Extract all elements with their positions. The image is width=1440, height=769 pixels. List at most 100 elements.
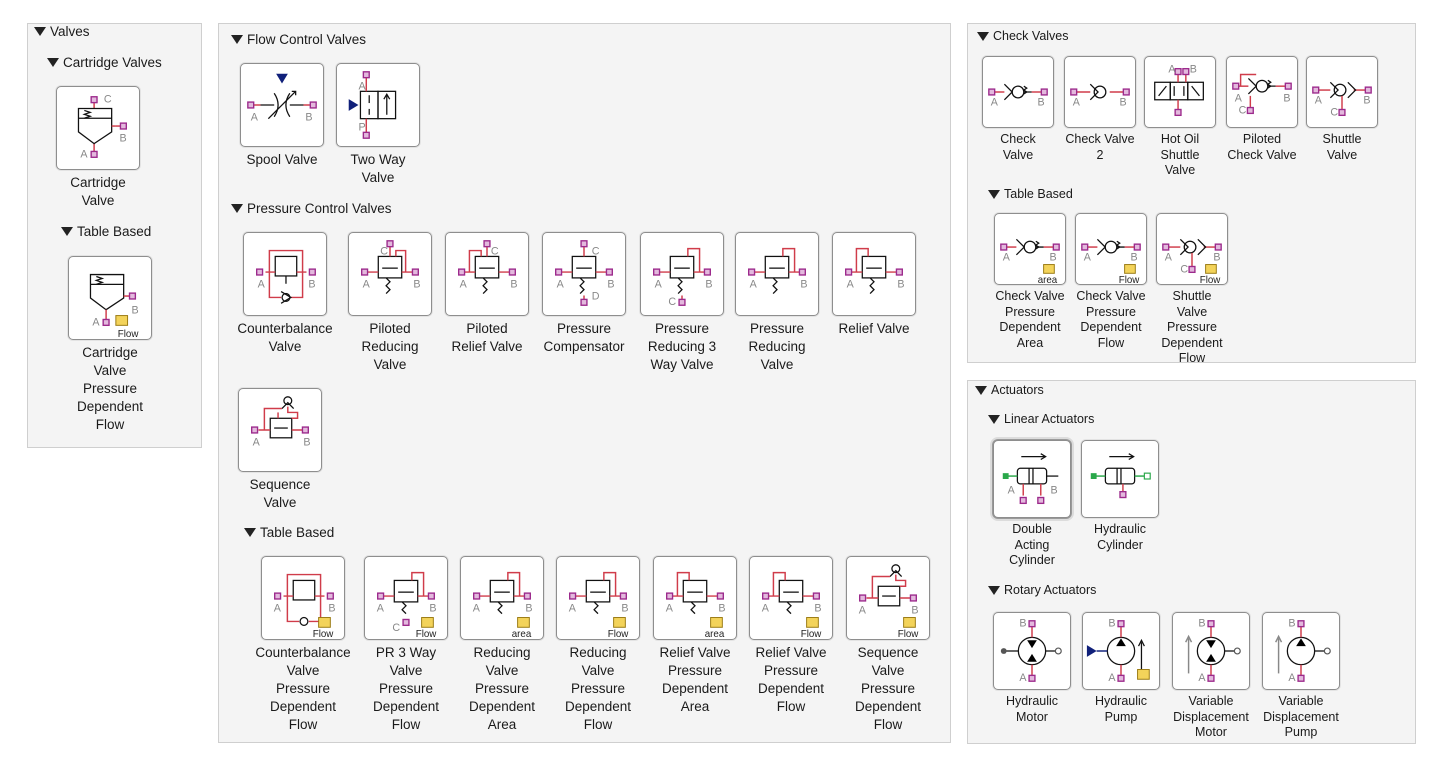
hot-oil-shuttle-valve-icon[interactable]: A B [1144, 56, 1216, 128]
block-sequence-valve[interactable]: A B Sequence Valve [238, 388, 322, 512]
check-valve-pda-label: Check Valve Pressure Dependent Area [995, 289, 1065, 350]
relief-valve-pda-icon[interactable]: A B area [653, 556, 737, 640]
block-piloted-relief-valve[interactable]: C A B Piloted Relief Valve [444, 232, 530, 356]
svg-text:B: B [525, 603, 532, 615]
block-hot-oil-shuttle-valve[interactable]: A B Hot Oil Shuttle Valve [1143, 56, 1217, 179]
block-reducing-valve-pdf[interactable]: A B Flow Reducing Valve Pressure Depende… [556, 556, 640, 734]
sequence-valve-icon[interactable]: A B [238, 388, 322, 472]
block-pressure-compensator[interactable]: C A B D Pressure Compensator [538, 232, 630, 356]
check-valve-icon[interactable]: A B [982, 56, 1054, 128]
svg-text:B: B [119, 133, 126, 145]
block-check-valve-pda[interactable]: A B area Check Valve Pressure Dependent … [990, 213, 1070, 351]
block-shuttle-valve-pdf[interactable]: A B C Flow Shuttle Valve Pressure Depend… [1152, 213, 1232, 367]
collapse-triangle-icon[interactable] [975, 385, 987, 395]
svg-text:D: D [592, 290, 600, 302]
svg-text:B: B [1288, 618, 1295, 630]
svg-text:A: A [1288, 672, 1296, 684]
svg-text:A: A [460, 279, 468, 291]
relief-valve-icon[interactable]: A B [832, 232, 916, 316]
counterbalance-valve-pdf-icon[interactable]: A B Flow [261, 556, 345, 640]
valves-header[interactable]: Valves [34, 24, 90, 39]
relief-valve-pdf-icon[interactable]: A B Flow [749, 556, 833, 640]
cartridge-valve-icon[interactable]: C B A [56, 86, 140, 170]
block-check-valve-2[interactable]: A B Check Valve 2 [1058, 56, 1142, 163]
collapse-triangle-icon[interactable] [977, 31, 989, 41]
block-cartridge-valve[interactable]: C B A Cartridge Valve [56, 86, 140, 210]
block-relief-valve[interactable]: A B Relief Valve [831, 232, 917, 338]
block-double-acting-cylinder[interactable]: A B Double Acting Cylinder [993, 440, 1071, 569]
block-variable-displacement-motor[interactable]: B A Variable Displacement Motor [1166, 612, 1256, 741]
two-way-valve-icon[interactable]: A P [336, 63, 420, 147]
collapse-triangle-icon[interactable] [47, 58, 59, 67]
actuators-header[interactable]: Actuators [975, 383, 1044, 397]
pressure-reducing-valve-icon[interactable]: A B [735, 232, 819, 316]
collapse-triangle-icon[interactable] [988, 414, 1000, 424]
svg-text:B: B [1283, 93, 1290, 105]
collapse-triangle-icon[interactable] [988, 585, 1000, 595]
variable-displacement-motor-icon[interactable]: B A [1172, 612, 1250, 690]
block-shuttle-valve[interactable]: A B C Shuttle Valve [1306, 56, 1378, 163]
rotary-actuators-header[interactable]: Rotary Actuators [988, 583, 1096, 597]
check-valve-2-icon[interactable]: A B [1064, 56, 1136, 128]
shuttle-valve-pdf-icon[interactable]: A B C Flow [1156, 213, 1228, 285]
collapse-triangle-icon[interactable] [231, 35, 243, 44]
block-sequence-valve-pdf[interactable]: A B Flow Sequence Valve Pressure Depende… [846, 556, 930, 734]
piloted-check-valve-icon[interactable]: A B C [1226, 56, 1298, 128]
check-table-based-header[interactable]: Table Based [988, 187, 1073, 201]
two-way-valve-label: Two Way Valve [350, 152, 406, 185]
pr-3-way-valve-pdf-icon[interactable]: A B C Flow [364, 556, 448, 640]
hydraulic-pump-icon[interactable]: B A [1082, 612, 1160, 690]
check-valve-pdf-icon[interactable]: A B Flow [1075, 213, 1147, 285]
block-spool-valve[interactable]: A B Spool Valve [230, 63, 334, 169]
valves-table-based-header[interactable]: Table Based [61, 224, 151, 239]
collapse-triangle-icon[interactable] [34, 27, 46, 36]
pressure-reducing-3-way-valve-icon[interactable]: A B C [640, 232, 724, 316]
block-check-valve-pdf[interactable]: A B Flow Check Valve Pressure Dependent … [1071, 213, 1151, 351]
collapse-triangle-icon[interactable] [231, 204, 243, 213]
block-relief-valve-pdf[interactable]: A B Flow Relief Valve Pressure Dependent… [746, 556, 836, 716]
check-valve-pda-icon[interactable]: A B area [994, 213, 1066, 285]
double-acting-cylinder-icon[interactable]: A B [993, 440, 1071, 518]
pressure-table-based-header[interactable]: Table Based [244, 525, 334, 540]
hydraulic-cylinder-icon[interactable] [1081, 440, 1159, 518]
block-piloted-reducing-valve[interactable]: C A B Piloted Reducing Valve [348, 232, 432, 374]
svg-text:A: A [859, 605, 867, 617]
block-pr-3-way-valve-pdf[interactable]: A B C Flow PR 3 Way Valve Pressure Depen… [364, 556, 448, 734]
variable-displacement-pump-icon[interactable]: B A [1262, 612, 1340, 690]
block-counterbalance-valve[interactable]: A B Counterbalance Valve [230, 232, 340, 356]
block-pressure-reducing-valve[interactable]: A B Pressure Reducing Valve [735, 232, 819, 374]
piloted-relief-valve-icon[interactable]: C A B [445, 232, 529, 316]
cartridge-valve-pdf-icon[interactable]: B A Flow [68, 256, 152, 340]
block-variable-displacement-pump[interactable]: B A Variable Displacement Pump [1256, 612, 1346, 741]
block-hydraulic-motor[interactable]: B A Hydraulic Motor [993, 612, 1071, 725]
block-two-way-valve[interactable]: A P Two Way Valve [326, 63, 430, 187]
piloted-reducing-valve-icon[interactable]: C A B [348, 232, 432, 316]
counterbalance-valve-icon[interactable]: A B [243, 232, 327, 316]
block-relief-valve-pda[interactable]: A B area Relief Valve Pressure Dependent… [650, 556, 740, 716]
check-valves-header[interactable]: Check Valves [977, 29, 1069, 43]
svg-text:Flow: Flow [1200, 275, 1222, 284]
collapse-triangle-icon[interactable] [244, 528, 256, 537]
reducing-valve-pda-icon[interactable]: A B area [460, 556, 544, 640]
sequence-valve-pdf-icon[interactable]: A B Flow [846, 556, 930, 640]
reducing-valve-pdf-icon[interactable]: A B Flow [556, 556, 640, 640]
block-cartridge-valve-pdf[interactable]: B A Flow Cartridge Valve Pressure Depend… [68, 256, 152, 434]
collapse-triangle-icon[interactable] [61, 227, 73, 236]
block-hydraulic-pump[interactable]: B A Hydraulic Pump [1082, 612, 1160, 725]
pressure-control-header[interactable]: Pressure Control Valves [231, 201, 392, 216]
svg-text:B: B [305, 112, 312, 124]
block-counterbalance-valve-pdf[interactable]: A B Flow Counterbalance Valve Pressure D… [248, 556, 358, 734]
block-pressure-reducing-3-way-valve[interactable]: A B C Pressure Reducing 3 Way Valve [636, 232, 728, 374]
pressure-compensator-icon[interactable]: C A B D [542, 232, 626, 316]
linear-actuators-header[interactable]: Linear Actuators [988, 412, 1094, 426]
hydraulic-motor-icon[interactable]: B A [993, 612, 1071, 690]
spool-valve-icon[interactable]: A B [240, 63, 324, 147]
block-reducing-valve-pda[interactable]: A B area Reducing Valve Pressure Depende… [460, 556, 544, 734]
shuttle-valve-icon[interactable]: A B C [1306, 56, 1378, 128]
cartridge-valves-header[interactable]: Cartridge Valves [47, 55, 162, 70]
flow-control-header[interactable]: Flow Control Valves [231, 32, 366, 47]
block-hydraulic-cylinder[interactable]: Hydraulic Cylinder [1080, 440, 1160, 553]
collapse-triangle-icon[interactable] [988, 189, 1000, 199]
block-piloted-check-valve[interactable]: A B C Piloted Check Valve [1222, 56, 1302, 163]
block-check-valve[interactable]: A B Check Valve [979, 56, 1057, 163]
